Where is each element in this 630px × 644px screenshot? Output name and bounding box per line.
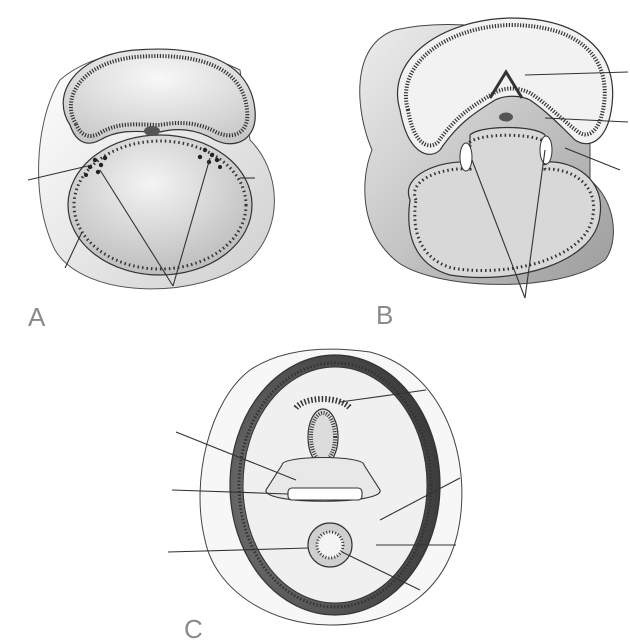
panel-c: [168, 349, 462, 625]
panel-b: [360, 18, 628, 298]
panel-a-notochord: [144, 126, 160, 136]
panel-b-notochord: [499, 113, 513, 122]
panel-b-label: B: [376, 302, 393, 328]
panel-a-yolk-sac: [68, 135, 252, 275]
panel-c-label: C: [184, 616, 203, 642]
panel-b-intraembryonic-coelom-right: [540, 136, 552, 164]
panel-a-label: A: [28, 304, 45, 330]
panel-b-intraembryonic-coelom-left: [460, 143, 472, 171]
panel-a: [28, 49, 274, 289]
panel-c-gut-plate: [288, 488, 362, 500]
panel-c-gut-lumen: [317, 532, 343, 558]
